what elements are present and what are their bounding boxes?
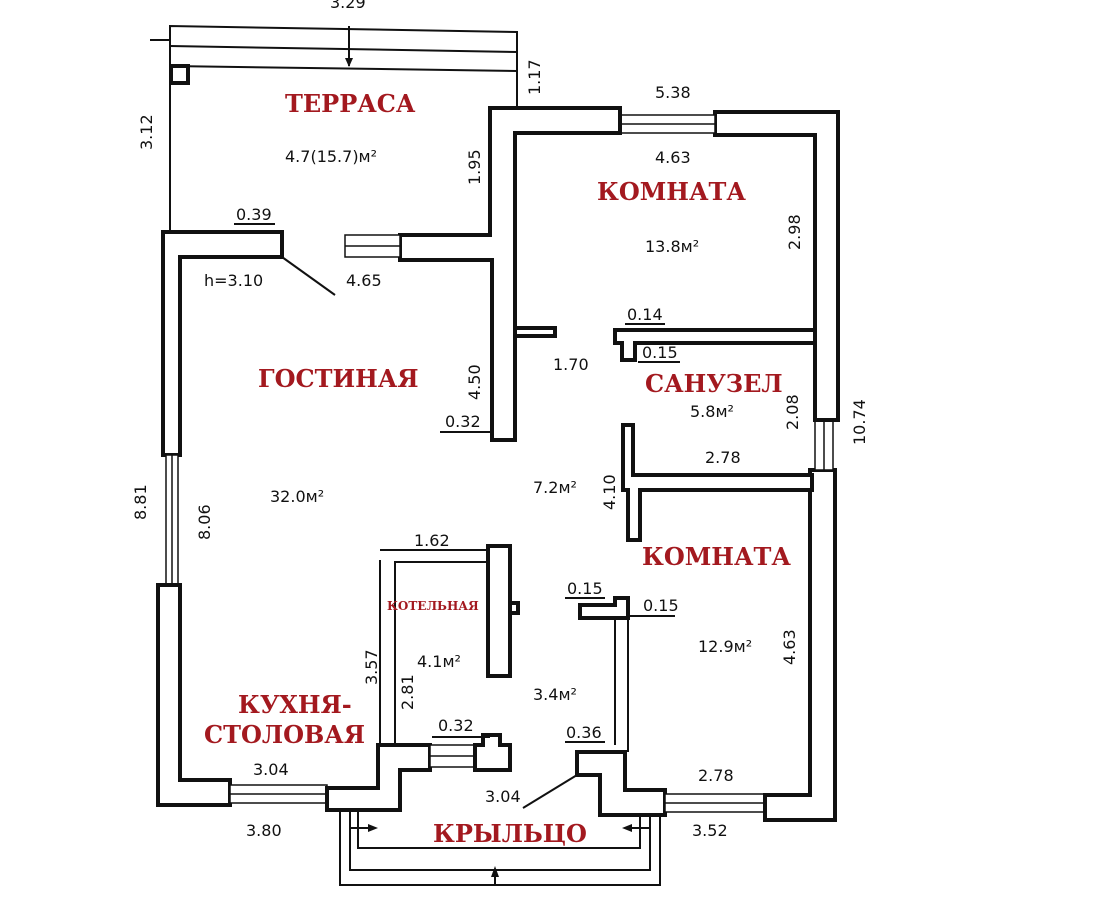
dim-wall-039: 0.39 (236, 205, 272, 224)
area-bedroom-top: 13.8м² (645, 237, 699, 256)
dim-bathroom-width: 2.78 (705, 448, 741, 467)
dim-hall-width: 1.70 (553, 355, 589, 374)
room-name-bedroom-top: КОМНАТА (597, 177, 746, 206)
dim-hall-depth: 4.10 (600, 474, 619, 510)
terrace-structure (150, 24, 518, 232)
dim-wall-036: 0.36 (566, 723, 602, 742)
dim-bathroom-depth: 2.08 (783, 394, 802, 430)
dim-top-width: 5.38 (655, 83, 691, 102)
dim-right-bottom: 3.52 (692, 821, 728, 840)
dim-boiler-depth: 2.81 (398, 674, 417, 710)
dim-wall-032a: 0.32 (445, 412, 481, 431)
area-living: 32.0м² (270, 487, 324, 506)
dim-bedroom-top-width: 4.63 (655, 148, 691, 167)
room-name-boiler: КОТЕЛЬНАЯ (387, 599, 479, 613)
dim-partition-015a: 0.15 (642, 343, 678, 362)
porch-structure (339, 810, 661, 886)
dim-living-side: 4.50 (465, 364, 484, 400)
dimension-labels: 3.29 5.38 4.63 0.39 4.65 0.14 0.15 1.70 … (131, 0, 869, 840)
dim-kitchen-side: 3.57 (362, 649, 381, 685)
dim-partition-014: 0.14 (627, 305, 663, 324)
ceiling-height: h=3.10 (204, 271, 263, 290)
area-terrace: 4.7(15.7)м² (285, 147, 377, 166)
dim-terrace-side: 1.95 (465, 149, 484, 185)
dim-wall-032b: 0.32 (438, 716, 474, 735)
dim-kitchen-width: 3.04 (253, 760, 289, 779)
dim-left-total: 8.81 (131, 484, 150, 520)
room-name-terrace: ТЕРРАСА (285, 89, 416, 118)
dim-total-depth: 10.74 (850, 399, 869, 445)
dimension-leaders (234, 223, 680, 743)
dim-terrace-width: 3.29 (330, 0, 366, 12)
dim-bedroom-top-depth: 2.98 (785, 214, 804, 250)
dim-left-bottom: 3.80 (246, 821, 282, 840)
dim-terrace-offset: 1.17 (525, 59, 544, 95)
dim-porch-width: 3.04 (485, 787, 521, 806)
dim-boiler-width: 1.62 (414, 531, 450, 550)
dim-partition-015c: 0.15 (643, 596, 679, 615)
area-bathroom: 5.8м² (690, 402, 734, 421)
dim-partition-015b: 0.15 (567, 579, 603, 598)
room-name-kitchen-line2: СТОЛОВАЯ (204, 720, 365, 749)
area-bedroom-bottom: 12.9м² (698, 637, 752, 656)
dim-bedroom-bottom-width: 2.78 (698, 766, 734, 785)
room-name-bedroom-bottom: КОМНАТА (642, 542, 791, 571)
dim-living-width: 4.65 (346, 271, 382, 290)
area-hall: 7.2м² (533, 478, 577, 497)
partitions (281, 256, 817, 809)
walls (156, 106, 840, 822)
dim-left-inner: 8.06 (195, 504, 214, 540)
room-name-porch: КРЫЛЬЦО (433, 819, 587, 848)
area-vestibule: 3.4м² (533, 685, 577, 704)
room-name-living: ГОСТИНАЯ (258, 364, 419, 393)
room-name-kitchen-line1: КУХНЯ- (238, 690, 352, 719)
dim-terrace-depth: 3.12 (137, 114, 156, 150)
room-name-bathroom: САНУЗЕЛ (645, 369, 783, 398)
area-boiler: 4.1м² (417, 652, 461, 671)
terrace-post (169, 64, 190, 85)
dim-bedroom-bottom-depth: 4.63 (780, 629, 799, 665)
